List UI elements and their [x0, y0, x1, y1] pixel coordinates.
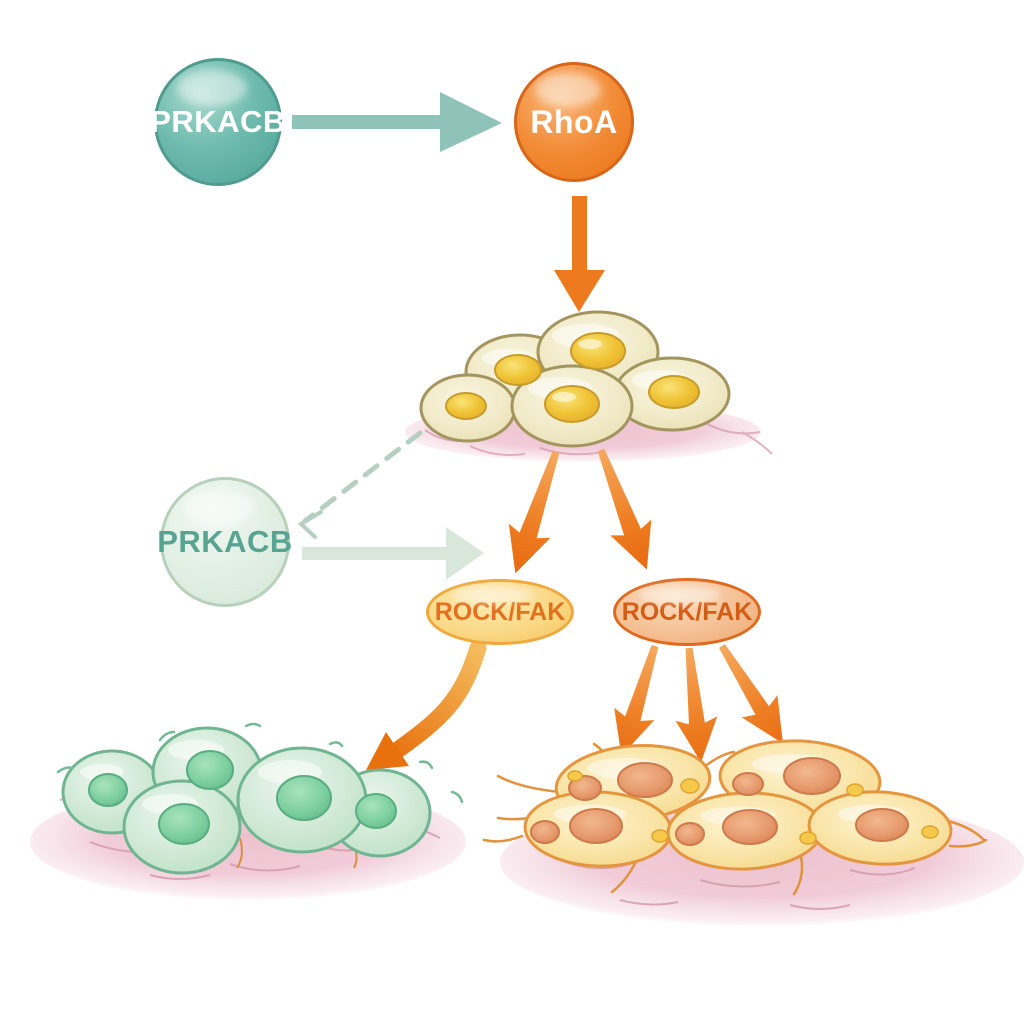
node-rhoa-label: RhoA — [530, 103, 618, 140]
epithelial-cell-cluster — [405, 310, 773, 462]
node-prkacb-inactive: PRKACB — [157, 477, 293, 607]
node-rock-fak-right: ROCK/FAK — [613, 578, 761, 646]
node-rock-fak-left: ROCK/FAK — [426, 579, 574, 645]
node-rhoa: RhoA — [514, 62, 634, 182]
arrow-cells-to-rock-left — [508, 450, 560, 574]
node-prkacb-active: PRKACB — [150, 58, 285, 186]
spread-nuclei — [530, 757, 909, 846]
arrow-rhoa-to-cells — [554, 196, 605, 312]
node-rock-fak-right-label: ROCK/FAK — [621, 597, 753, 626]
arrow-rock-left-to-green-cells — [366, 639, 487, 770]
green-nuclei — [88, 750, 397, 845]
nucleus-highlights — [552, 339, 602, 402]
node-rock-fak-left-label: ROCK/FAK — [434, 597, 566, 626]
arrow-rock-right-fan-2 — [675, 647, 718, 763]
node-prkacb-active-label: PRKACB — [150, 104, 286, 139]
spread-cell-cluster — [482, 739, 1024, 926]
arrow-cells-to-prkacb-dashed — [297, 430, 423, 539]
green-cell-cluster — [30, 722, 466, 900]
arrow-rock-right-fan-3 — [719, 644, 783, 744]
spread-cells — [523, 739, 953, 871]
node-prkacb-inactive-label: PRKACB — [157, 524, 293, 559]
arrow-rock-right-fan-1 — [614, 644, 659, 756]
substrate-spread-wisps — [559, 859, 916, 910]
arrow-prkacb-to-rhoa — [292, 92, 502, 152]
arrow-prkacb-faded-to-rock — [302, 527, 484, 580]
spread-cell-organelles — [567, 770, 939, 845]
arrow-cells-to-rock-right — [597, 448, 652, 570]
green-cluster-stress-marks — [56, 722, 464, 804]
